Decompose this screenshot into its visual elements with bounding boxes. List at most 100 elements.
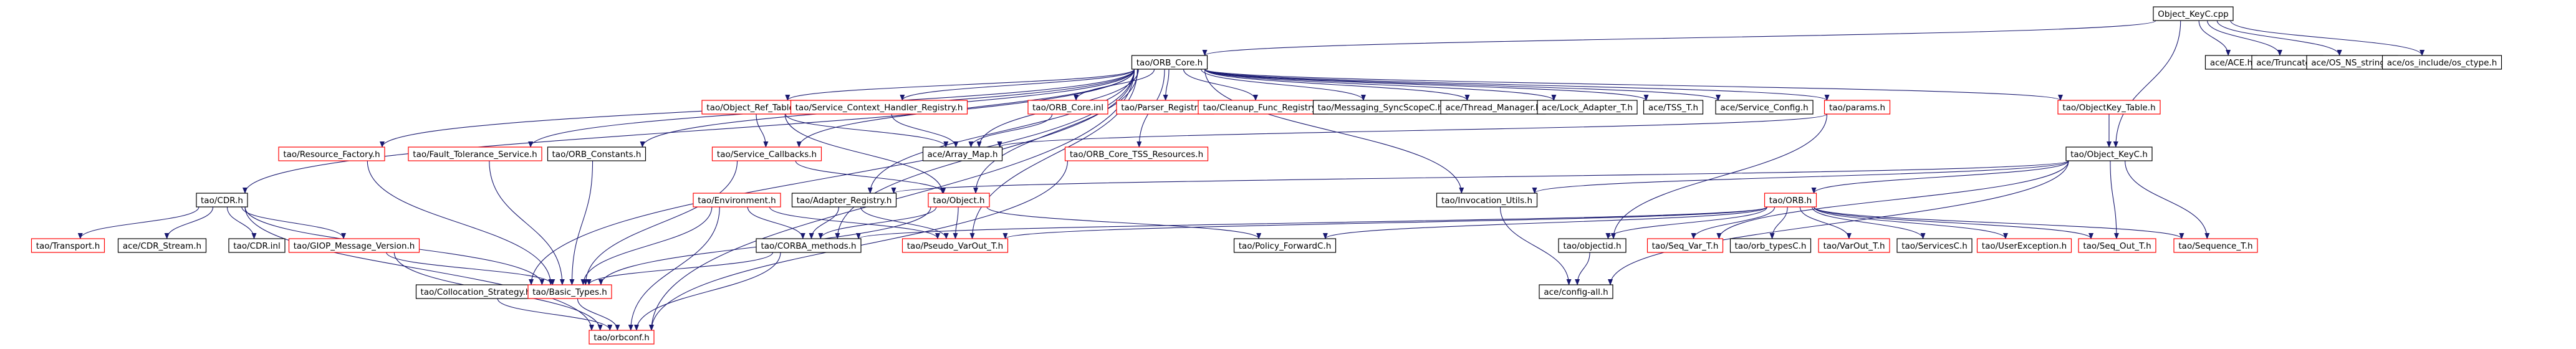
node-box [1436,193,1538,208]
node-label: tao/orb_typesC.h [1735,241,1807,251]
edge-orb-core-to-cdr [243,69,1135,194]
node-label: ace/Array_Map.h [928,150,998,160]
node-ace-lock-adapter[interactable]: ace/Lock_Adapter_T.h [1537,100,1638,115]
node-label: ace/Service_Config.h [1720,103,1808,113]
node-box [756,238,862,253]
node-objectkey-table[interactable]: tao/ObjectKey_Table.h [2057,100,2161,115]
node-orb-core[interactable]: tao/ORB_Core.h [1131,55,1208,70]
node-ace-os-ctype[interactable]: ace/os_include/os_ctype.h [2381,55,2502,70]
node-label: tao/Pseudo_VarOut_T.h [907,241,1003,251]
edge-basic-types-to-orbconf [577,298,620,331]
node-cdr[interactable]: tao/CDR.h [196,193,248,208]
edge-giop-msg-version-to-basic-types [386,252,555,285]
edge-orb-core-to-ace-thread-manager [1204,69,1470,101]
node-seq-out[interactable]: tao/Seq_Out_T.h [2078,238,2156,253]
node-orbconf[interactable]: tao/orbconf.h [589,330,655,345]
node-parser-registry[interactable]: tao/Parser_Registry.h [1116,100,1214,115]
node-policy-forwardc[interactable]: tao/Policy_ForwardC.h [1233,238,1337,253]
node-userexception[interactable]: tao/UserException.h [1976,238,2072,253]
node-fault-tolerance[interactable]: tao/Fault_Tolerance_Service.h [408,146,542,161]
node-varout[interactable]: tao/VarOut_T.h [1818,238,1890,253]
node-ace-config-all[interactable]: ace/config-all.h [1539,284,1613,299]
node-label: tao/Basic_Types.h [532,287,607,297]
node-object[interactable]: tao/Object.h [928,193,990,208]
edge-environment-to-basic-types [580,206,713,285]
node-box [547,146,646,161]
node-ace-cdr-stream[interactable]: ace/CDR_Stream.h [117,238,207,253]
edge-orb-core-to-orb-core-inl [1074,69,1155,101]
node-orb-constants[interactable]: tao/ORB_Constants.h [547,146,646,161]
node-corba-methods[interactable]: tao/CORBA_methods.h [756,238,862,253]
node-orb[interactable]: tao/ORB.h [1764,193,1817,208]
node-label: tao/Environment.h [698,196,776,206]
node-ace-ace[interactable]: ace/ACE.h [2204,55,2258,70]
node-box [2153,6,2234,21]
node-box [1537,100,1638,115]
edge-root-to-ace-truncate [2207,20,2282,56]
edge-cdr-to-giop-msg-version [241,206,346,239]
edge-orb-to-orb-typesc [1769,206,1788,239]
node-label: tao/ORB_Core.h [1137,58,1203,68]
node-environment[interactable]: tao/Environment.h [693,193,781,208]
node-box [278,146,385,161]
node-adapter-registry[interactable]: tao/Adapter_Registry.h [791,193,897,208]
node-object-keyc[interactable]: tao/Object_KeyC.h [2065,146,2153,161]
edge-orb-core-to-objectkey-table [1204,69,2063,101]
node-label: ace/OS_NS_string.h [2311,58,2393,68]
node-orb-typesc[interactable]: tao/orb_typesC.h [1729,238,1812,253]
node-messaging-syncscope[interactable]: tao/Messaging_SyncScopeC.h [1312,100,1448,115]
node-label: ace/Lock_Adapter_T.h [1542,103,1633,113]
edge-cdr-to-cdr-inl [226,206,257,239]
node-box [1027,100,1108,115]
node-label: tao/ORB_Core_TSS_Resources.h [1070,150,1203,160]
node-ace-os-ns-string[interactable]: ace/OS_NS_string.h [2306,55,2398,70]
node-orb-core-inl[interactable]: tao/ORB_Core.inl [1027,100,1108,115]
node-label: tao/Parser_Registry.h [1121,103,1209,113]
node-ace-thread-manager[interactable]: ace/Thread_Manager.h [1440,100,1546,115]
edges-layer [77,20,2425,331]
node-seq-var[interactable]: tao/Seq_Var_T.h [1646,238,1724,253]
node-ace-service-config[interactable]: ace/Service_Config.h [1715,100,1814,115]
node-label: Object_KeyC.cpp [2158,9,2228,19]
node-invocation-utils[interactable]: tao/Invocation_Utils.h [1436,193,1538,208]
node-servicesc[interactable]: tao/ServicesC.h [1896,238,1973,253]
node-label: tao/CORBA_methods.h [761,241,856,251]
edge-orb-core-to-messaging-syncscope [1201,69,1366,101]
edge-object-ref-table-to-ace-array-map [785,113,949,148]
edge-object-keyc-to-orb [1811,160,2069,194]
node-cdr-inl[interactable]: tao/CDR.inl [228,238,286,253]
edge-object-keyc-to-sequence-t [2125,160,2210,239]
node-label: tao/Object.h [933,196,984,206]
node-objectid[interactable]: tao/objectid.h [1558,238,1627,253]
node-params[interactable]: tao/params.h [1824,100,1891,115]
node-root[interactable]: Object_KeyC.cpp [2153,6,2234,21]
node-box [1729,238,1812,253]
node-label: ace/Truncate.h [2256,58,2319,68]
node-collocation-strategy[interactable]: tao/Collocation_Strategy.h [415,284,536,299]
edge-orb-to-policy-forwardc [1323,206,1768,239]
edge-orb-core-to-adapter-registry [867,69,1135,194]
node-box [288,238,420,253]
node-cleanup-func[interactable]: tao/Cleanup_Func_Registry.h [1198,100,1329,115]
node-orb-core-tss[interactable]: tao/ORB_Core_TSS_Resources.h [1064,146,1209,161]
node-label: tao/Service_Context_Handler_Registry.h [795,103,963,113]
edge-resource-factory-to-basic-types [367,160,554,285]
node-box [2173,238,2258,253]
edge-orb-core-to-ace-tss [1204,69,1649,101]
node-ace-array-map[interactable]: ace/Array_Map.h [922,146,1003,161]
edge-objectid-to-ace-config-all [1575,252,1590,285]
node-service-callbacks[interactable]: tao/Service_Callbacks.h [711,146,822,161]
edge-service-callbacks-to-basic-types [583,160,738,285]
node-box [791,193,897,208]
node-giop-msg-version[interactable]: tao/GIOP_Message_Version.h [288,238,420,253]
edge-orb-to-servicesc [1812,206,1926,239]
node-basic-types[interactable]: tao/Basic_Types.h [527,284,612,299]
node-transport[interactable]: tao/Transport.h [31,238,105,253]
edge-fault-tolerance-to-basic-types [489,160,565,285]
node-pseudo-varout[interactable]: tao/Pseudo_VarOut_T.h [901,238,1009,253]
node-resource-factory[interactable]: tao/Resource_Factory.h [278,146,385,161]
node-service-ctx-handler[interactable]: tao/Service_Context_Handler_Registry.h [790,100,968,115]
node-sequence-t[interactable]: tao/Sequence_T.h [2173,238,2258,253]
node-ace-tss[interactable]: ace/TSS_T.h [1643,100,1704,115]
node-ace-truncate[interactable]: ace/Truncate.h [2251,55,2324,70]
